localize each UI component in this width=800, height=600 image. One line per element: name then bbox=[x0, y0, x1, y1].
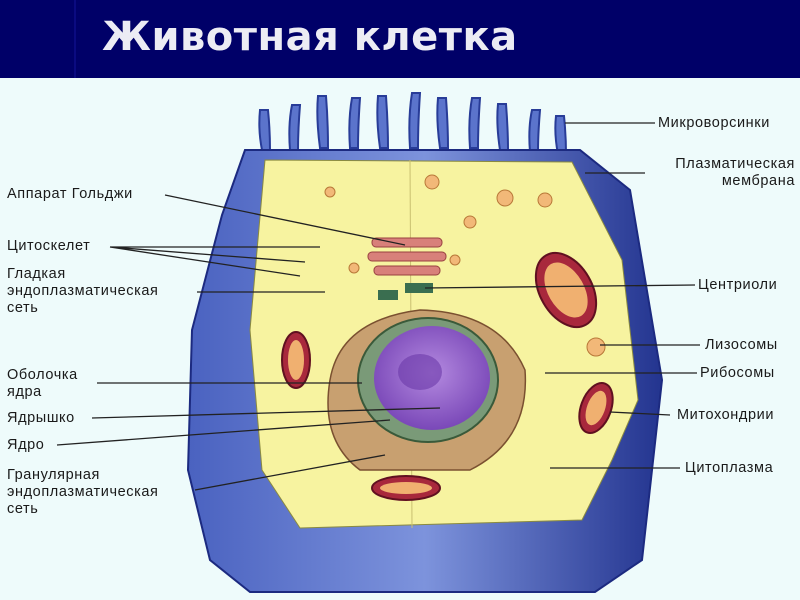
label-nucleolus: Ядрышко bbox=[7, 410, 75, 426]
label-plasma-membrane: Плазматическая мембрана bbox=[675, 156, 795, 189]
label-lysosomes: Лизосомы bbox=[705, 337, 778, 353]
label-ribosomes: Рибосомы bbox=[700, 365, 775, 381]
golgi-apparatus bbox=[367, 237, 447, 276]
divider bbox=[74, 0, 76, 78]
label-golgi: Аппарат Гольджи bbox=[7, 186, 133, 202]
label-smooth-er: Гладкая эндоплазматическая сеть bbox=[7, 266, 159, 316]
label-mitochondria: Митохондрии bbox=[677, 407, 775, 423]
label-centrioles: Центриоли bbox=[698, 277, 778, 293]
label-nuclear-envelope: Оболочка ядра bbox=[7, 367, 78, 400]
label-rough-er: Гранулярная эндоплазматическая сеть bbox=[7, 467, 159, 517]
label-cytoplasm: Цитоплазма bbox=[685, 460, 774, 476]
label-nucleus: Ядро bbox=[7, 437, 45, 453]
microvilli bbox=[258, 92, 568, 155]
title-bar: Животная клетка bbox=[0, 0, 800, 78]
centrioles bbox=[378, 283, 433, 300]
animal-cell-diagram bbox=[56, 92, 700, 593]
slide-title: Животная клетка bbox=[102, 14, 518, 60]
label-microvilli: Микроворсинки bbox=[658, 115, 770, 131]
nucleolus bbox=[398, 354, 442, 390]
label-cytoskeleton: Цитоскелет bbox=[7, 238, 91, 254]
